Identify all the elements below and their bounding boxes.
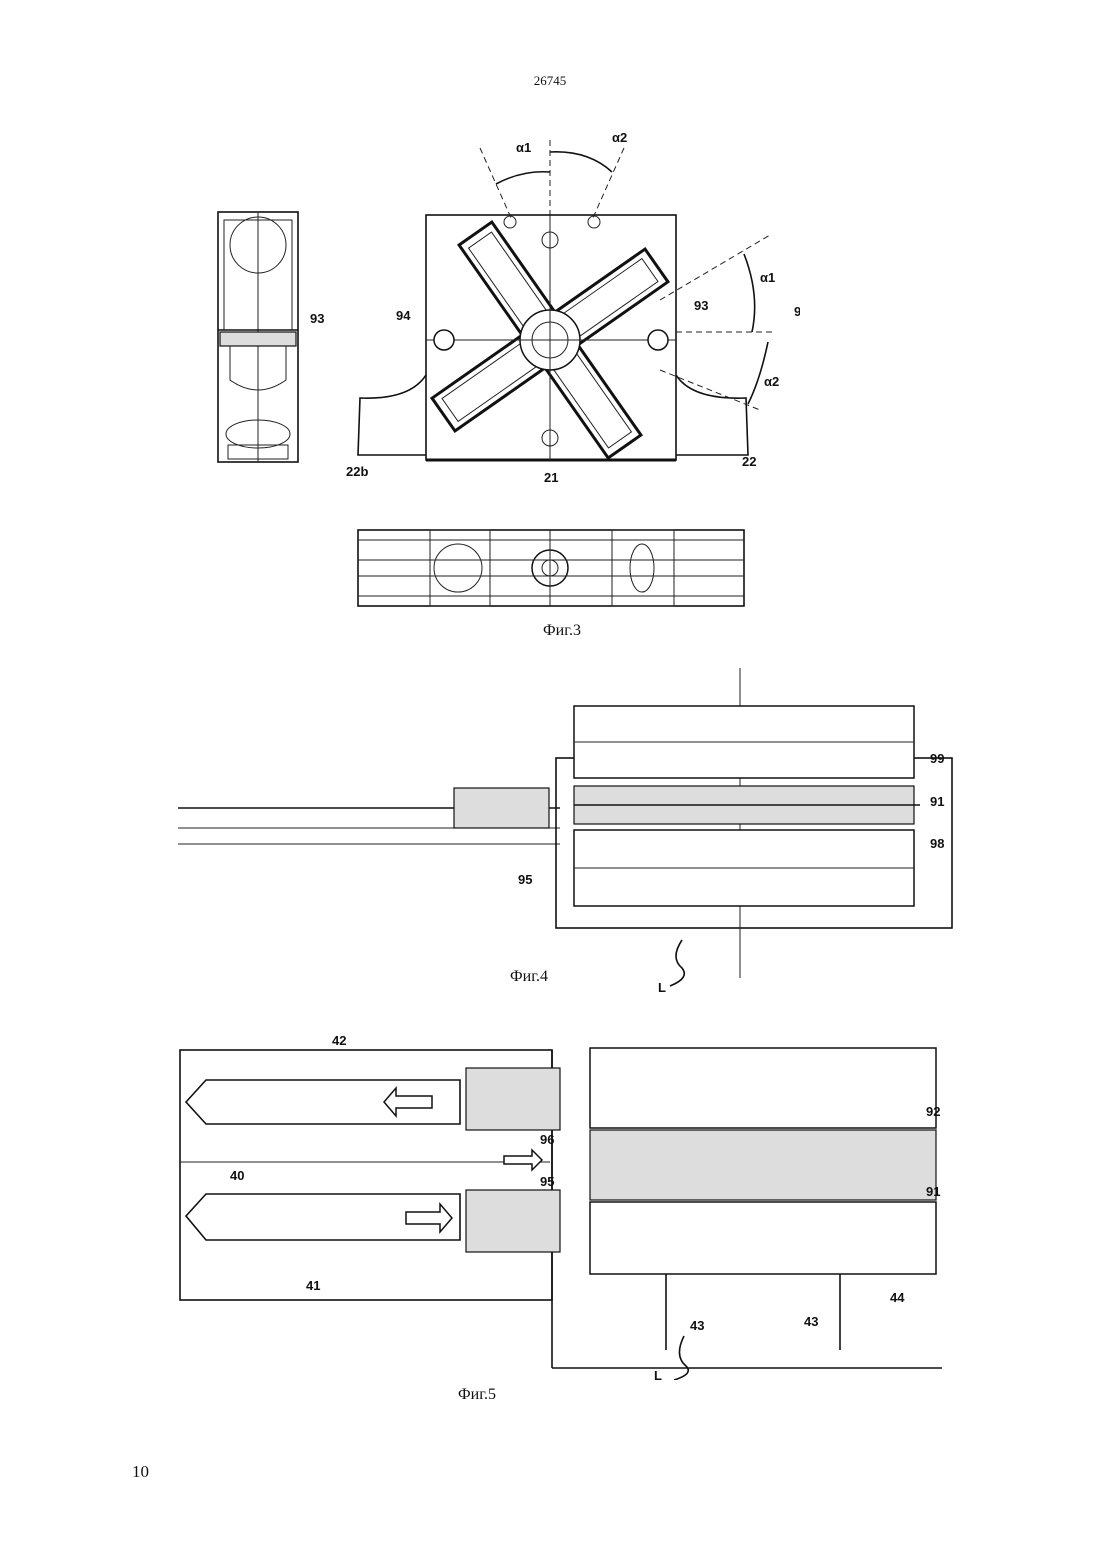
label-92: 92	[926, 1104, 940, 1119]
label-22: 22	[742, 454, 756, 469]
label-44: 44	[890, 1290, 905, 1305]
figure-4-caption: Фиг.4	[510, 968, 548, 986]
label-alpha2-right: α2	[764, 374, 779, 389]
label-99: 99	[930, 751, 944, 766]
fig3-left-view	[218, 212, 298, 462]
label-91: 91	[926, 1184, 940, 1199]
label-21: 21	[544, 470, 558, 485]
fig3-bottom-view	[358, 530, 744, 606]
label-L-fig4: L	[658, 980, 666, 995]
label-41: 41	[306, 1278, 320, 1293]
figure-5-caption: Фиг.5	[458, 1386, 496, 1404]
label-96: 96	[540, 1132, 554, 1147]
label-L-fig5: L	[654, 1368, 662, 1380]
label-alpha1-top: α1	[516, 140, 531, 155]
document-number: 26745	[0, 73, 1100, 89]
label-91: 91	[930, 794, 944, 809]
label-94-mid: 94	[396, 308, 411, 323]
label-93-left: 93	[310, 311, 324, 326]
figure-3-caption: Фиг.3	[543, 622, 581, 640]
figure-4-drawing: 99 91 98 95 L	[170, 668, 960, 998]
fig4-top-modules	[574, 706, 914, 778]
label-40: 40	[230, 1168, 244, 1183]
label-95: 95	[540, 1174, 554, 1189]
label-98: 98	[930, 836, 944, 851]
label-43-right: 43	[804, 1314, 818, 1329]
label-alpha2-top: α2	[612, 130, 627, 145]
label-94-right: 94	[794, 304, 800, 319]
label-22b: 22b	[346, 464, 368, 479]
label-93-mid: 93	[694, 298, 708, 313]
figure-5-drawing: 42 40 41 96 95 92 91 43 43 44 L	[170, 1030, 960, 1380]
label-42: 42	[332, 1033, 346, 1048]
figure-3-drawing: α1 α2 α1 α2 93 94 93 94 22b 21 22	[200, 120, 800, 630]
label-alpha1-right: α1	[760, 270, 775, 285]
page-number: 10	[132, 1462, 149, 1482]
fig3-center-view	[358, 140, 772, 521]
label-95: 95	[518, 872, 532, 887]
label-43-left: 43	[690, 1318, 704, 1333]
